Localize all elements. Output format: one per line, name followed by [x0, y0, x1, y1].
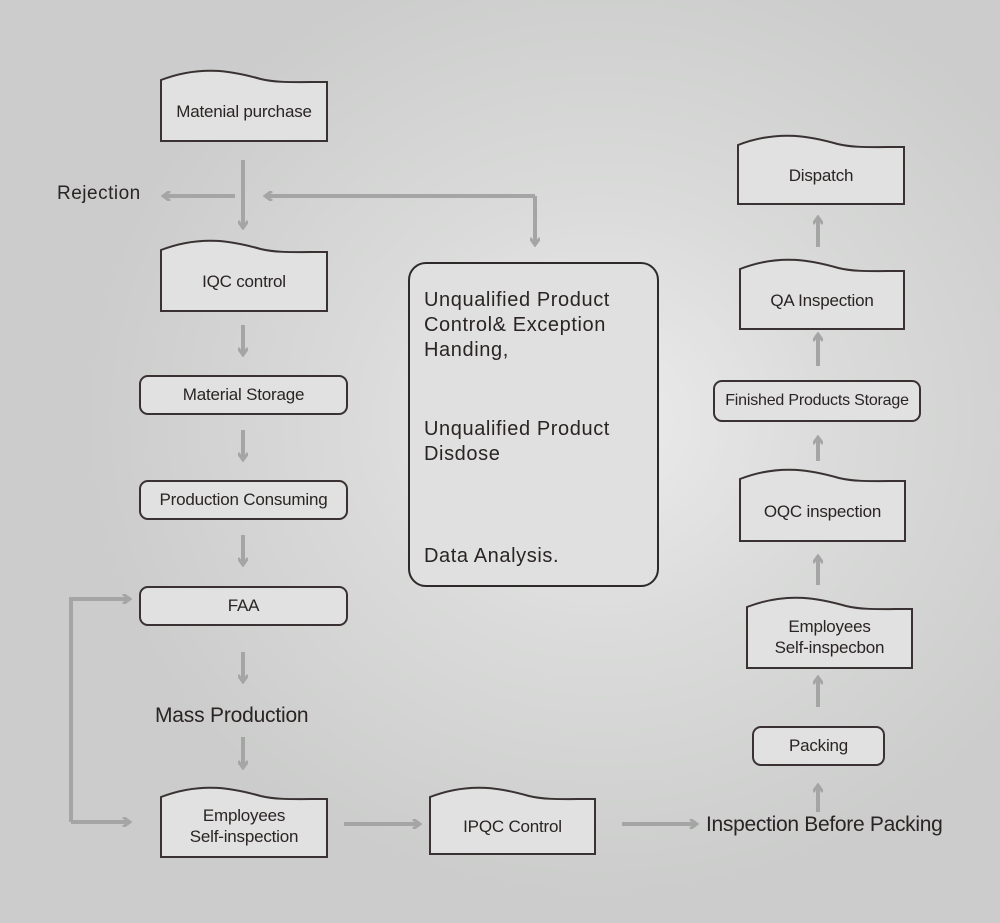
qa-inspection-label: QA Inspection	[770, 290, 874, 310]
center-para-1-line-3: Handing,	[424, 339, 509, 361]
center-para-3: Data Analysis.	[424, 544, 657, 569]
center-para-1-line-2: Control& Exception	[424, 314, 607, 336]
center-para-2-line-2: Disdose	[424, 443, 501, 465]
material-purchase-label: Matenial purchase	[176, 102, 312, 121]
dispatch-label: Dispatch	[788, 166, 854, 185]
faa-label: FAA	[227, 596, 260, 615]
material-storage-label: Material Storage	[182, 385, 305, 404]
inspection-before-packing-label: Inspection Before Packing	[706, 813, 943, 836]
arrow-loop-to-faa	[69, 599, 130, 822]
center-para-1-line-1: Unqualified Product	[424, 289, 610, 311]
employees-self-inspecbon-node: Employees Self-inspecbon	[747, 595, 912, 668]
center-para-1: Unqualified Product Control& Exception H…	[424, 288, 657, 363]
production-consuming-node: Production Consuming	[139, 480, 348, 520]
employees-self-inspecbon-line2: Self-inspecbon	[774, 637, 885, 657]
material-purchase-node: Matenial purchase	[161, 68, 327, 141]
employees-self-inspecbon-line1: Employees	[788, 616, 871, 636]
qa-inspection-node: QA Inspection	[740, 257, 904, 329]
iqc-control-label: IQC control	[202, 272, 286, 291]
center-para-2-line-1: Unqualified Product	[424, 418, 610, 440]
packing-label: Packing	[788, 736, 849, 755]
iqc-control-node: IQC control	[161, 238, 327, 311]
document-shape	[746, 596, 913, 669]
oqc-inspection-node: OQC inspection	[740, 467, 905, 541]
faa-node: FAA	[139, 586, 348, 626]
mass-production-label: Mass Production	[155, 704, 309, 727]
document-shape	[160, 786, 328, 858]
document-shape	[739, 258, 905, 330]
packing-node: Packing	[752, 726, 885, 766]
oqc-inspection-label: OQC inspection	[763, 501, 882, 521]
ipqc-control-node: IPQC Control	[430, 785, 595, 854]
center-para-3-line-1: Data Analysis.	[424, 545, 560, 567]
document-shape	[429, 786, 596, 855]
material-storage-node: Material Storage	[139, 375, 348, 415]
rejection-label: Rejection	[57, 183, 141, 204]
center-para-2: Unqualified Product Disdose	[424, 417, 657, 467]
dispatch-node: Dispatch	[738, 133, 904, 204]
employees-self-inspection-node: Employees Self-inspection	[161, 785, 327, 857]
document-shape	[737, 134, 905, 205]
unqualified-product-box: Unqualified Product Control& Exception H…	[408, 262, 659, 587]
finished-products-storage-label: Finished Products Storage	[725, 392, 909, 409]
document-shape	[160, 69, 328, 142]
employees-self-inspection-line1: Employees	[202, 806, 286, 825]
employees-self-inspection-line2: Self-inspection	[189, 827, 299, 846]
document-shape	[739, 468, 906, 542]
production-consuming-label: Production Consuming	[159, 490, 328, 509]
ipqc-control-label: IPQC Control	[463, 817, 562, 836]
finished-products-storage-node: Finished Products Storage	[713, 380, 921, 422]
document-shape	[160, 239, 328, 312]
